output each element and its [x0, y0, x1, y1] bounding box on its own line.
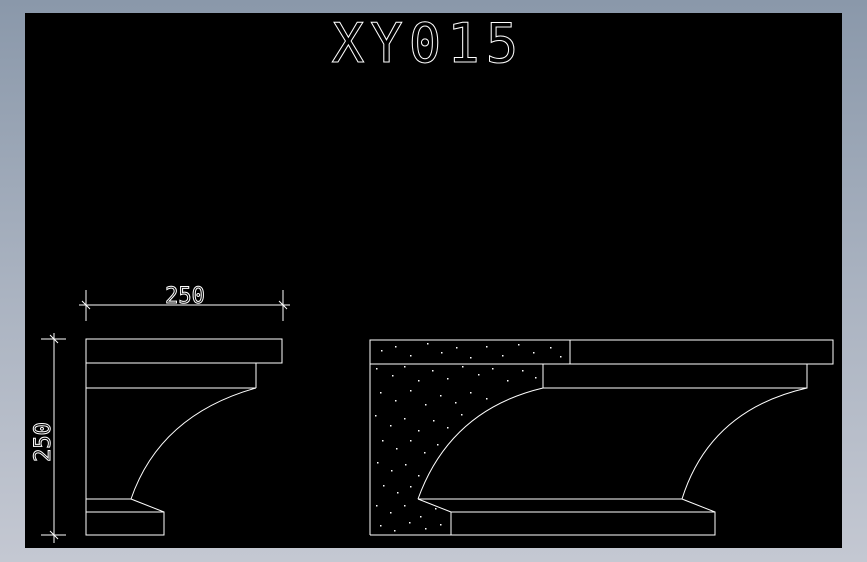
horizontal-dimension: [79, 290, 290, 321]
vertical-dimension-label: 250: [31, 422, 56, 462]
wall-hatch-pattern: [375, 343, 562, 532]
vertical-dimension: [41, 333, 66, 543]
right-elevation-section: [369, 339, 834, 536]
horizontal-dimension-label: 250: [165, 284, 205, 309]
drawing-title: XY015: [332, 12, 525, 75]
cad-drawing-canvas[interactable]: [25, 13, 842, 548]
left-profile-section: [85, 338, 283, 536]
